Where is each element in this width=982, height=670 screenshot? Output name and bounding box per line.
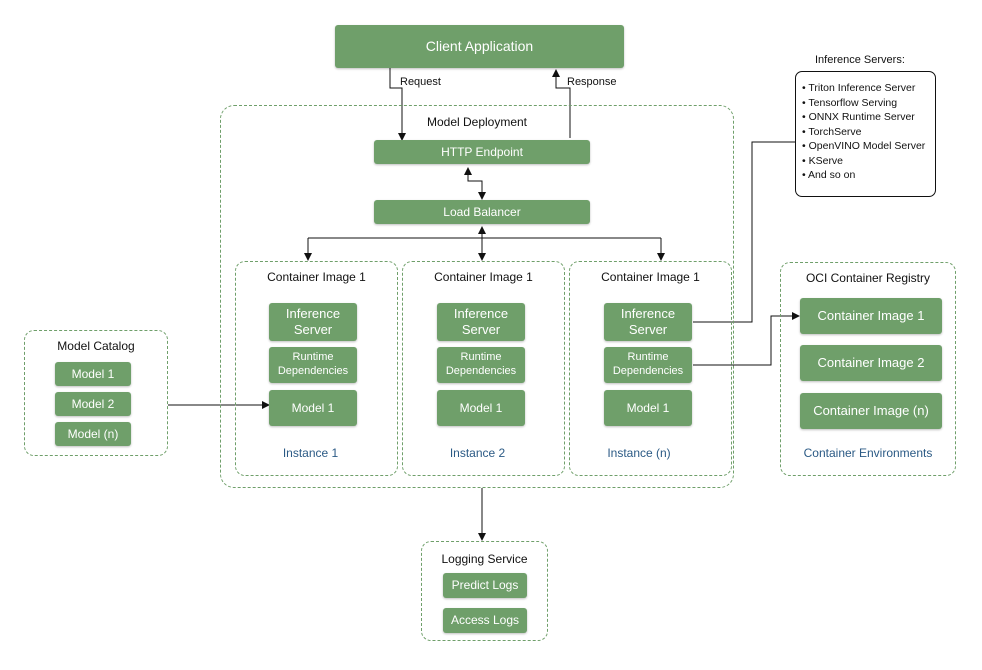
model-deployment-group [220, 105, 734, 488]
instance-group [235, 261, 398, 476]
instance-name: Instance 1 [282, 446, 339, 460]
oci-container-registry-group [780, 262, 956, 476]
response-label: Response [567, 76, 617, 88]
inference-server-item: • OpenVINO Model Server [802, 140, 926, 152]
model-box: Model 1 [604, 390, 692, 426]
inference-server-item: • TorchServe [802, 125, 862, 138]
inference-server-item: • And so on [802, 169, 856, 181]
http-endpoint-box: HTTP Endpoint [374, 140, 590, 164]
request-label: Request [400, 76, 441, 88]
instance-name: Instance 2 [449, 446, 506, 460]
inference-server-box: Inference Server [437, 303, 525, 341]
model-deployment-title: Model Deployment [426, 115, 528, 129]
container-image-label: Container Image 1 [434, 270, 533, 284]
logging-service-title: Logging Service [441, 552, 528, 566]
registry-container-image: Container Image 2 [800, 345, 942, 381]
instance-group [402, 261, 565, 476]
runtime-line2: Dependencies [277, 365, 349, 377]
logging-service-group [421, 541, 548, 641]
model-catalog-group [24, 330, 168, 456]
inference-server-line2: Server [293, 322, 333, 337]
registry-container-image: Container Image (n) [800, 393, 942, 429]
runtime-line1: Runtime [292, 351, 334, 364]
catalog-model-item: Model 2 [55, 392, 131, 416]
inference-server-line1: Inference [620, 305, 676, 321]
load-balancer-box: Load Balancer [374, 200, 590, 224]
runtime-registry-arrow [693, 312, 800, 366]
runtime-line1: Runtime [627, 351, 669, 364]
runtime-dependencies-box: Runtime Dependencies [269, 347, 357, 383]
model-box: Model 1 [437, 390, 525, 426]
inference-servers-list: • Triton Inference Server • Tensorflow S… [795, 71, 936, 197]
request-arrow [389, 68, 406, 141]
container-image-label: Container Image 1 [267, 270, 366, 284]
inference-servers-title: Inference Servers: [815, 54, 905, 66]
access-logs-box: Access Logs [443, 608, 527, 633]
runtime-line2: Dependencies [445, 365, 517, 377]
container-environments-label: Container Environments [803, 446, 933, 460]
model-box: Model 1 [269, 390, 357, 426]
registry-container-image: Container Image 1 [800, 298, 942, 334]
client-application-box: Client Application [335, 25, 624, 68]
inference-server-box: Inference Server [604, 303, 692, 341]
server-list-line [693, 141, 795, 323]
oci-registry-title: OCI Container Registry [805, 271, 931, 285]
model-catalog-title: Model Catalog [57, 339, 135, 353]
inference-server-line2: Server [628, 322, 668, 337]
runtime-line1: Runtime [460, 351, 502, 364]
inference-server-item: • KServe [802, 154, 844, 167]
runtime-dependencies-box: Runtime Dependencies [437, 347, 525, 383]
inference-server-line2: Server [461, 322, 501, 337]
response-arrow [552, 69, 571, 138]
inference-server-line1: Inference [453, 305, 509, 321]
catalog-model-item: Model 1 [55, 362, 131, 386]
catalog-model-item: Model (n) [55, 422, 131, 446]
instance-name: Instance (n) [607, 446, 671, 460]
predict-logs-box: Predict Logs [443, 573, 527, 598]
container-image-label: Container Image 1 [601, 270, 700, 284]
inference-server-line1: Inference [285, 305, 341, 321]
inference-server-box: Inference Server [269, 303, 357, 341]
runtime-dependencies-box: Runtime Dependencies [604, 347, 692, 383]
instance-group [569, 261, 732, 476]
inference-server-item: • ONNX Runtime Server [802, 111, 915, 123]
inference-server-item: • Triton Inference Server [802, 82, 916, 94]
runtime-line2: Dependencies [612, 365, 684, 377]
inference-server-item: • Tensorflow Serving [802, 96, 898, 109]
